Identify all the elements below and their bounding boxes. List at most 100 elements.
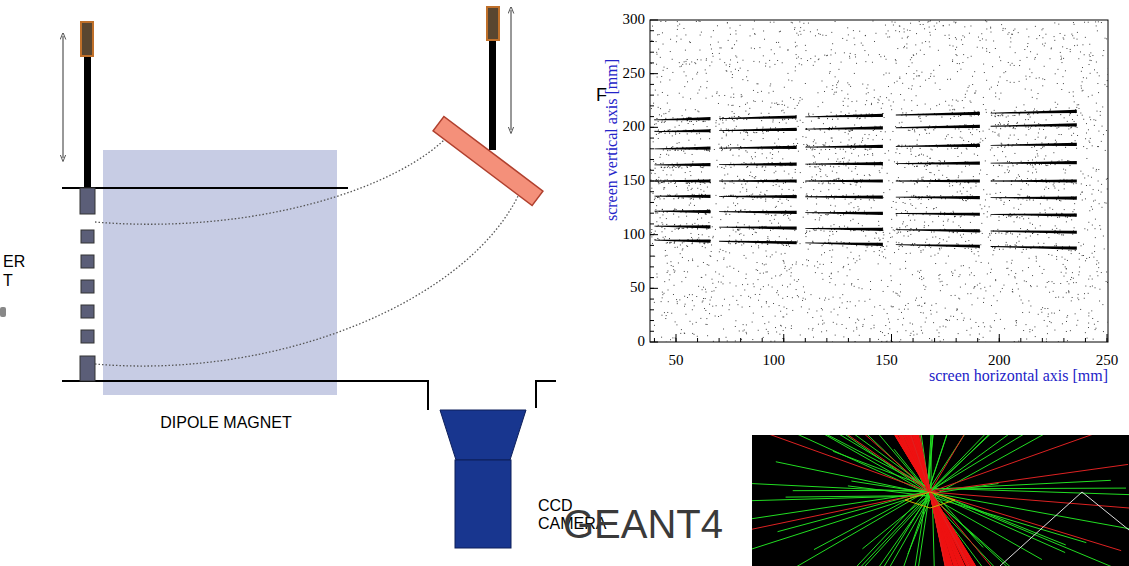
scatter-point xyxy=(1075,140,1076,141)
scatter-point xyxy=(1063,276,1064,277)
scatter-point xyxy=(1082,90,1083,91)
scatter-point xyxy=(729,235,730,236)
scatter-point xyxy=(949,45,950,46)
scatter-point xyxy=(674,183,675,184)
scatter-point xyxy=(819,298,820,299)
scatter-point xyxy=(999,57,1000,58)
scatter-point xyxy=(984,72,985,73)
scatter-point xyxy=(692,323,693,324)
scatter-point xyxy=(1096,169,1097,170)
scatter-point xyxy=(919,21,920,22)
scatter-point xyxy=(850,86,851,87)
scatter-point xyxy=(768,284,769,285)
scatter-point xyxy=(976,129,977,130)
scatter-point xyxy=(967,293,968,294)
scatter-point xyxy=(1069,115,1070,116)
scatter-point xyxy=(1022,252,1023,253)
scatter-point xyxy=(1048,188,1049,189)
scatter-point xyxy=(1103,50,1104,51)
scatter-point xyxy=(1073,38,1074,39)
scatter-point xyxy=(713,236,714,237)
scatter-point xyxy=(955,22,956,23)
scatter-point xyxy=(980,170,981,171)
scatter-point xyxy=(1101,22,1102,23)
scatter-point xyxy=(798,296,799,297)
scatter-point xyxy=(793,99,794,100)
scatter-point xyxy=(903,47,904,48)
scatter-point xyxy=(945,138,946,139)
scatter-point xyxy=(1068,292,1069,293)
scatter-point xyxy=(747,70,748,71)
scatter-point xyxy=(712,53,713,54)
scatter-point xyxy=(960,274,961,275)
scatter-point xyxy=(795,169,796,170)
scatter-point xyxy=(782,158,783,159)
scatter-point xyxy=(930,76,931,77)
scatter-point xyxy=(658,179,659,180)
scatter-point xyxy=(1019,241,1020,242)
scatter-point xyxy=(795,70,796,71)
detector-block xyxy=(81,230,94,243)
scatter-point xyxy=(930,158,931,159)
scatter-point xyxy=(962,35,963,36)
scatter-point xyxy=(715,287,716,288)
scatter-point xyxy=(955,37,956,38)
scatter-point xyxy=(792,310,793,311)
scatter-point xyxy=(1066,317,1067,318)
scatter-point xyxy=(838,166,839,167)
scatter-point xyxy=(997,135,998,136)
detector-block xyxy=(81,255,94,268)
scatter-point xyxy=(742,187,743,188)
scatter-point xyxy=(849,139,850,140)
scatter-point xyxy=(921,252,922,253)
scatter-point xyxy=(709,138,710,139)
scatter-point xyxy=(987,211,988,212)
scatter-point xyxy=(711,36,712,37)
scatter-point xyxy=(1016,143,1017,144)
scatter-point xyxy=(686,166,687,167)
scatter-point xyxy=(981,33,982,34)
scatter-point xyxy=(733,203,734,204)
scatter-point xyxy=(685,178,686,179)
scatter-point xyxy=(1015,273,1016,274)
scatter-point xyxy=(664,293,665,294)
scatter-point xyxy=(724,299,725,300)
detector-block xyxy=(81,330,94,343)
scatter-point xyxy=(1024,124,1025,125)
scatter-point xyxy=(674,270,675,271)
scatter-point xyxy=(943,25,944,26)
scatter-point xyxy=(895,59,896,60)
scatter-point xyxy=(728,104,729,105)
scatter-point xyxy=(952,99,953,100)
scatter-point xyxy=(702,289,703,290)
scatter-point xyxy=(786,238,787,239)
scatter-point xyxy=(737,62,738,63)
scatter-point xyxy=(1069,108,1070,109)
scatter-point xyxy=(732,111,733,112)
scatter-point xyxy=(755,232,756,233)
scatter-point xyxy=(885,131,886,132)
scatter-point xyxy=(903,28,904,29)
scatter-point xyxy=(1013,207,1014,208)
scatter-point xyxy=(908,303,909,304)
scatter-point xyxy=(1106,281,1107,282)
scatter-point xyxy=(1102,106,1103,107)
scatter-point xyxy=(751,140,752,141)
scatter-point xyxy=(1018,288,1019,289)
scatter-point xyxy=(717,260,718,261)
scatter-point xyxy=(1059,310,1060,311)
scatter-point xyxy=(904,309,905,310)
scatter-point xyxy=(1004,328,1005,329)
scatter-point xyxy=(801,64,802,65)
scatter-point xyxy=(765,63,766,64)
scatter-point xyxy=(1068,128,1069,129)
scatter-point xyxy=(1055,297,1056,298)
scatter-point xyxy=(948,166,949,167)
scatter-point xyxy=(727,340,728,341)
scatter-point xyxy=(905,210,906,211)
scatter-point xyxy=(753,28,754,29)
scatter-point xyxy=(984,326,985,327)
scatter-point xyxy=(950,118,951,119)
scanner-head xyxy=(81,22,93,56)
scatter-point xyxy=(652,26,653,27)
